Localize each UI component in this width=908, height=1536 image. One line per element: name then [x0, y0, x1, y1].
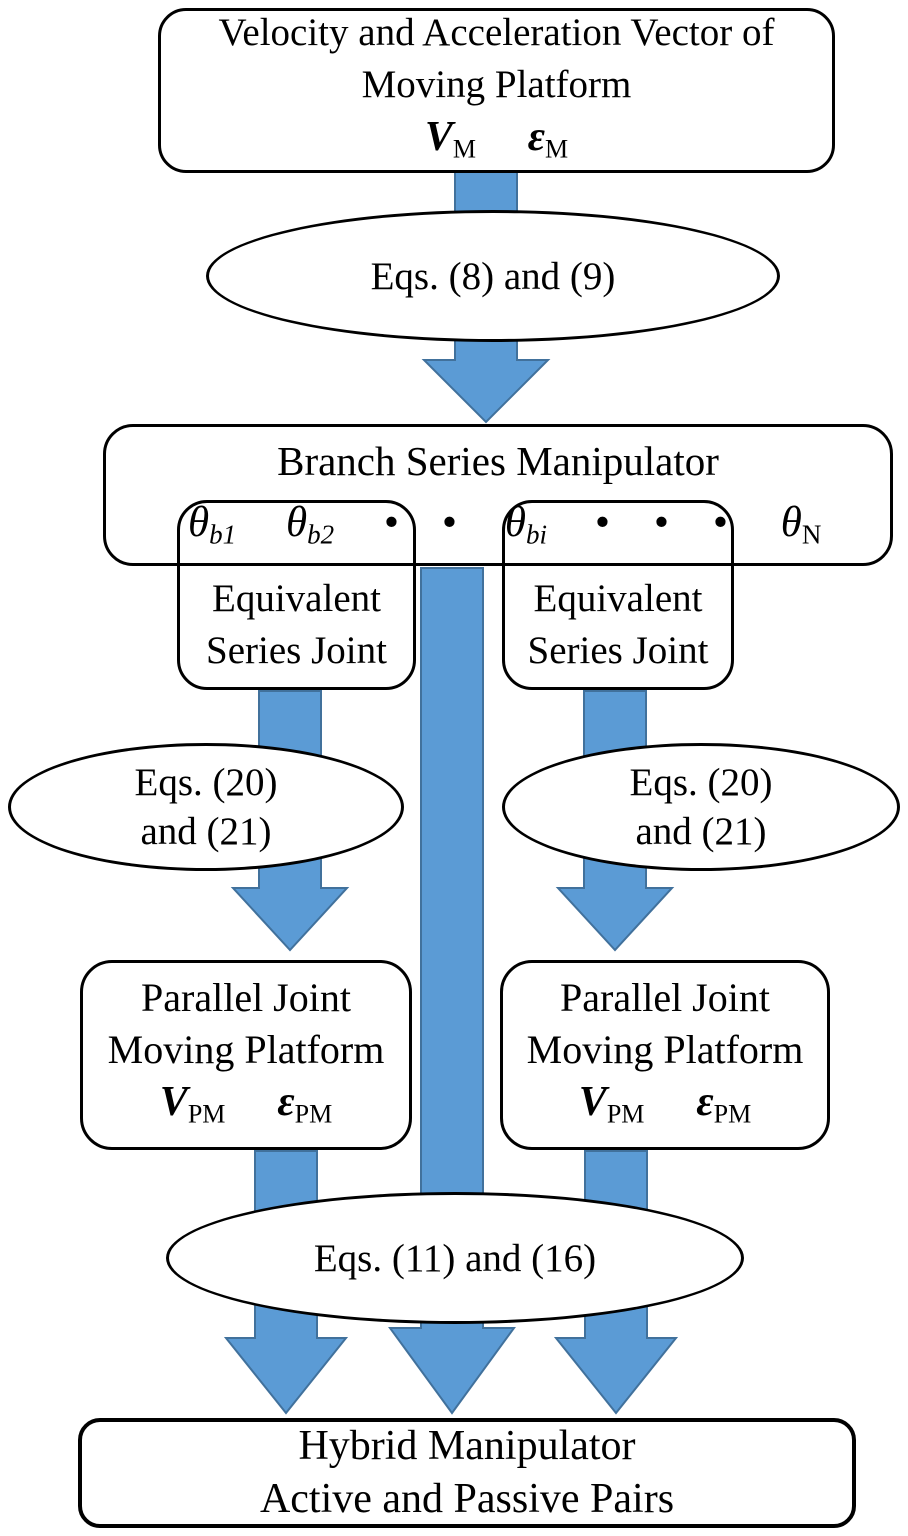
acceleration-pm-symbol: ε: [696, 1078, 714, 1125]
velocity-acceleration-box: Velocity and Acceleration Vector of Movi…: [158, 8, 835, 173]
eq-20-21-right-line1: Eqs. (20): [629, 761, 773, 804]
velocity-acceleration-line2: Moving Platform: [361, 63, 632, 107]
acceleration-pm-symbol: ε: [277, 1078, 295, 1125]
equivalent-series-joint-left-line2: Series Joint: [206, 629, 387, 672]
eq-8-9-ellipse: Eqs. (8) and (9): [206, 210, 780, 342]
equivalent-series-joint-right-box: Equivalent Series Joint: [502, 500, 734, 690]
ellipsis-dot: •: [441, 499, 457, 546]
velocity-acceleration-line1: Velocity and Acceleration Vector of: [218, 11, 775, 55]
hybrid-manipulator-line1: Hybrid Manipulator: [298, 1423, 636, 1469]
parallel-joint-left-box: Parallel Joint Moving Platform VPM εPM: [80, 960, 412, 1150]
parallel-joint-right-symbols: VPM εPM: [578, 1078, 752, 1129]
theta-N: θN: [780, 499, 822, 550]
equivalent-series-joint-right-line1: Equivalent: [533, 577, 703, 620]
eq-20-21-left-line2: and (21): [140, 810, 272, 853]
velocity-pm-symbol: V: [159, 1078, 188, 1125]
branch-series-manipulator-box: Branch Series Manipulator: [103, 424, 893, 566]
parallel-joint-right-line2: Moving Platform: [526, 1026, 804, 1072]
eq-20-21-left-line1: Eqs. (20): [134, 761, 278, 804]
velocity-pm-symbol: V: [578, 1078, 607, 1125]
eq-11-16-label: Eqs. (11) and (16): [313, 1236, 597, 1280]
parallel-joint-right-box: Parallel Joint Moving Platform VPM εPM: [500, 960, 830, 1150]
acceleration-symbol: ε: [527, 114, 545, 161]
ellipsis-dot: •: [594, 499, 610, 546]
hybrid-manipulator-line2: Active and Passive Pairs: [259, 1476, 675, 1522]
branch-series-manipulator-title: Branch Series Manipulator: [277, 438, 719, 484]
eq-8-9-label: Eqs. (8) and (9): [370, 254, 616, 298]
equivalent-series-joint-left-box: Equivalent Series Joint: [177, 500, 416, 690]
equivalent-series-joint-left-line1: Equivalent: [212, 577, 381, 620]
parallel-joint-left-line1: Parallel Joint: [141, 974, 351, 1020]
hybrid-manipulator-box: Hybrid Manipulator Active and Passive Pa…: [78, 1418, 856, 1528]
parallel-joint-right-line1: Parallel Joint: [560, 974, 770, 1020]
ellipsis-dot: •: [653, 499, 669, 546]
equivalent-series-joint-right-line2: Series Joint: [527, 629, 709, 672]
theta-b2: θb2: [285, 499, 335, 550]
velocity-symbol: V: [424, 114, 453, 161]
eq-20-21-left-ellipse: Eqs. (20) and (21): [8, 743, 404, 871]
velocity-acceleration-symbols: VM εM: [424, 114, 569, 164]
eq-20-21-right-ellipse: Eqs. (20) and (21): [502, 743, 900, 871]
arrow-eq89-to-branch: [421, 329, 551, 424]
parallel-joint-left-line2: Moving Platform: [107, 1026, 385, 1072]
parallel-joint-left-symbols: VPM εPM: [159, 1078, 333, 1129]
eq-20-21-right-line2: and (21): [635, 810, 767, 853]
eq-11-16-ellipse: Eqs. (11) and (16): [166, 1192, 744, 1324]
